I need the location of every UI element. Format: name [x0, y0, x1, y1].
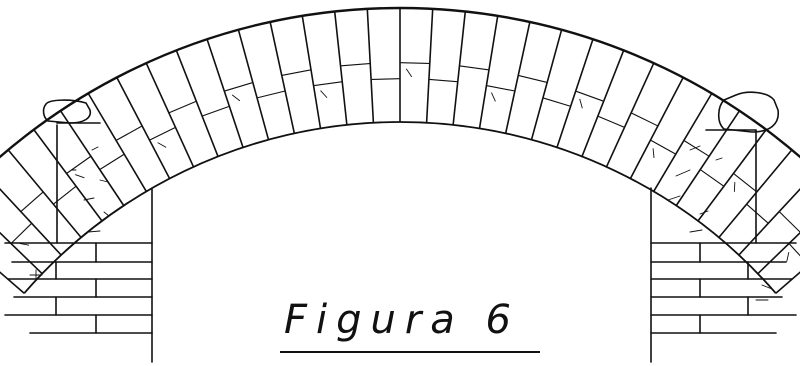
voussoir-course — [518, 75, 547, 83]
voussoir-joint — [675, 110, 741, 207]
voussoir-joint — [775, 271, 800, 294]
voussoir-course — [282, 69, 311, 76]
voussoir-joint — [175, 50, 219, 157]
arch — [0, 6, 800, 294]
voussoir-joint — [556, 38, 594, 148]
figure-caption: Figura 6 — [284, 297, 520, 343]
mortar-hatch — [75, 174, 85, 179]
mortar-hatch — [579, 98, 583, 109]
voussoir-joint — [718, 149, 793, 238]
voussoir-course — [169, 100, 196, 114]
voussoir-joint — [0, 231, 43, 275]
voussoir-course — [257, 90, 285, 99]
voussoir-course — [543, 97, 571, 107]
voussoir-course — [20, 191, 44, 212]
voussoir-joint — [530, 29, 563, 140]
voussoir-course — [66, 156, 91, 174]
voussoir-course — [746, 204, 769, 224]
voussoir-joint — [301, 15, 322, 129]
voussoir-joint — [33, 129, 103, 222]
mortar-hatch — [320, 90, 328, 99]
voussoir-joint — [59, 110, 125, 207]
left-pier-texture — [29, 146, 110, 281]
voussoir-joint — [7, 149, 82, 238]
mortar-hatch — [157, 142, 167, 148]
mortar-hatch — [405, 68, 413, 78]
voussoir-joint — [0, 271, 25, 294]
voussoir-course — [202, 105, 229, 117]
voussoir-course — [149, 127, 176, 141]
voussoir-course — [486, 85, 515, 92]
voussoir-course — [99, 154, 125, 170]
voussoir-course — [598, 115, 625, 128]
right-pier — [650, 91, 797, 363]
voussoir-course — [53, 186, 76, 205]
voussoir-joint — [206, 38, 244, 148]
voussoir-joint — [145, 62, 195, 168]
voussoir-joint — [0, 187, 62, 256]
mortar-hatch — [231, 94, 241, 102]
voussoir-course — [11, 223, 32, 244]
voussoir-course — [429, 78, 458, 83]
voussoir-course — [733, 173, 757, 192]
mortar-hatch — [786, 252, 790, 262]
voussoir-joint — [333, 11, 348, 125]
voussoir-course — [576, 90, 604, 102]
voussoir-course — [224, 82, 253, 92]
arch-intrados — [23, 121, 777, 294]
mortar-hatch — [491, 92, 496, 102]
voussoir-course — [314, 81, 342, 87]
voussoir-joint — [629, 77, 684, 179]
voussoir-course — [459, 65, 489, 71]
voussoir-joint — [697, 129, 767, 222]
mortar-hatch — [652, 148, 655, 158]
voussoir-joint — [605, 62, 655, 168]
mortar-hatch — [19, 242, 30, 246]
right-pier-texture — [667, 145, 775, 301]
voussoir-joint — [581, 50, 625, 157]
voussoir-joint — [87, 92, 147, 192]
voussoir-joint — [504, 21, 531, 134]
voussoir-course — [779, 211, 800, 233]
voussoir-course — [631, 112, 658, 127]
voussoir-joint — [269, 21, 296, 134]
voussoir-course — [788, 243, 800, 257]
voussoir-course — [684, 140, 709, 157]
voussoir-joint — [757, 231, 800, 275]
voussoir-joint — [653, 92, 713, 192]
voussoir-course — [371, 78, 400, 80]
voussoir-course — [650, 139, 676, 155]
voussoir-course — [400, 62, 430, 65]
voussoir-course — [341, 62, 370, 67]
voussoir-joint — [237, 29, 270, 140]
voussoir-joint — [366, 8, 375, 123]
voussoir-joint — [116, 77, 171, 179]
voussoir-joint — [452, 11, 467, 125]
left-pier — [4, 99, 153, 363]
voussoir-joint — [738, 187, 800, 256]
voussoir-joint — [425, 8, 434, 123]
voussoir-course — [116, 125, 142, 141]
voussoir-course — [700, 169, 724, 187]
voussoir-joint — [478, 15, 499, 129]
